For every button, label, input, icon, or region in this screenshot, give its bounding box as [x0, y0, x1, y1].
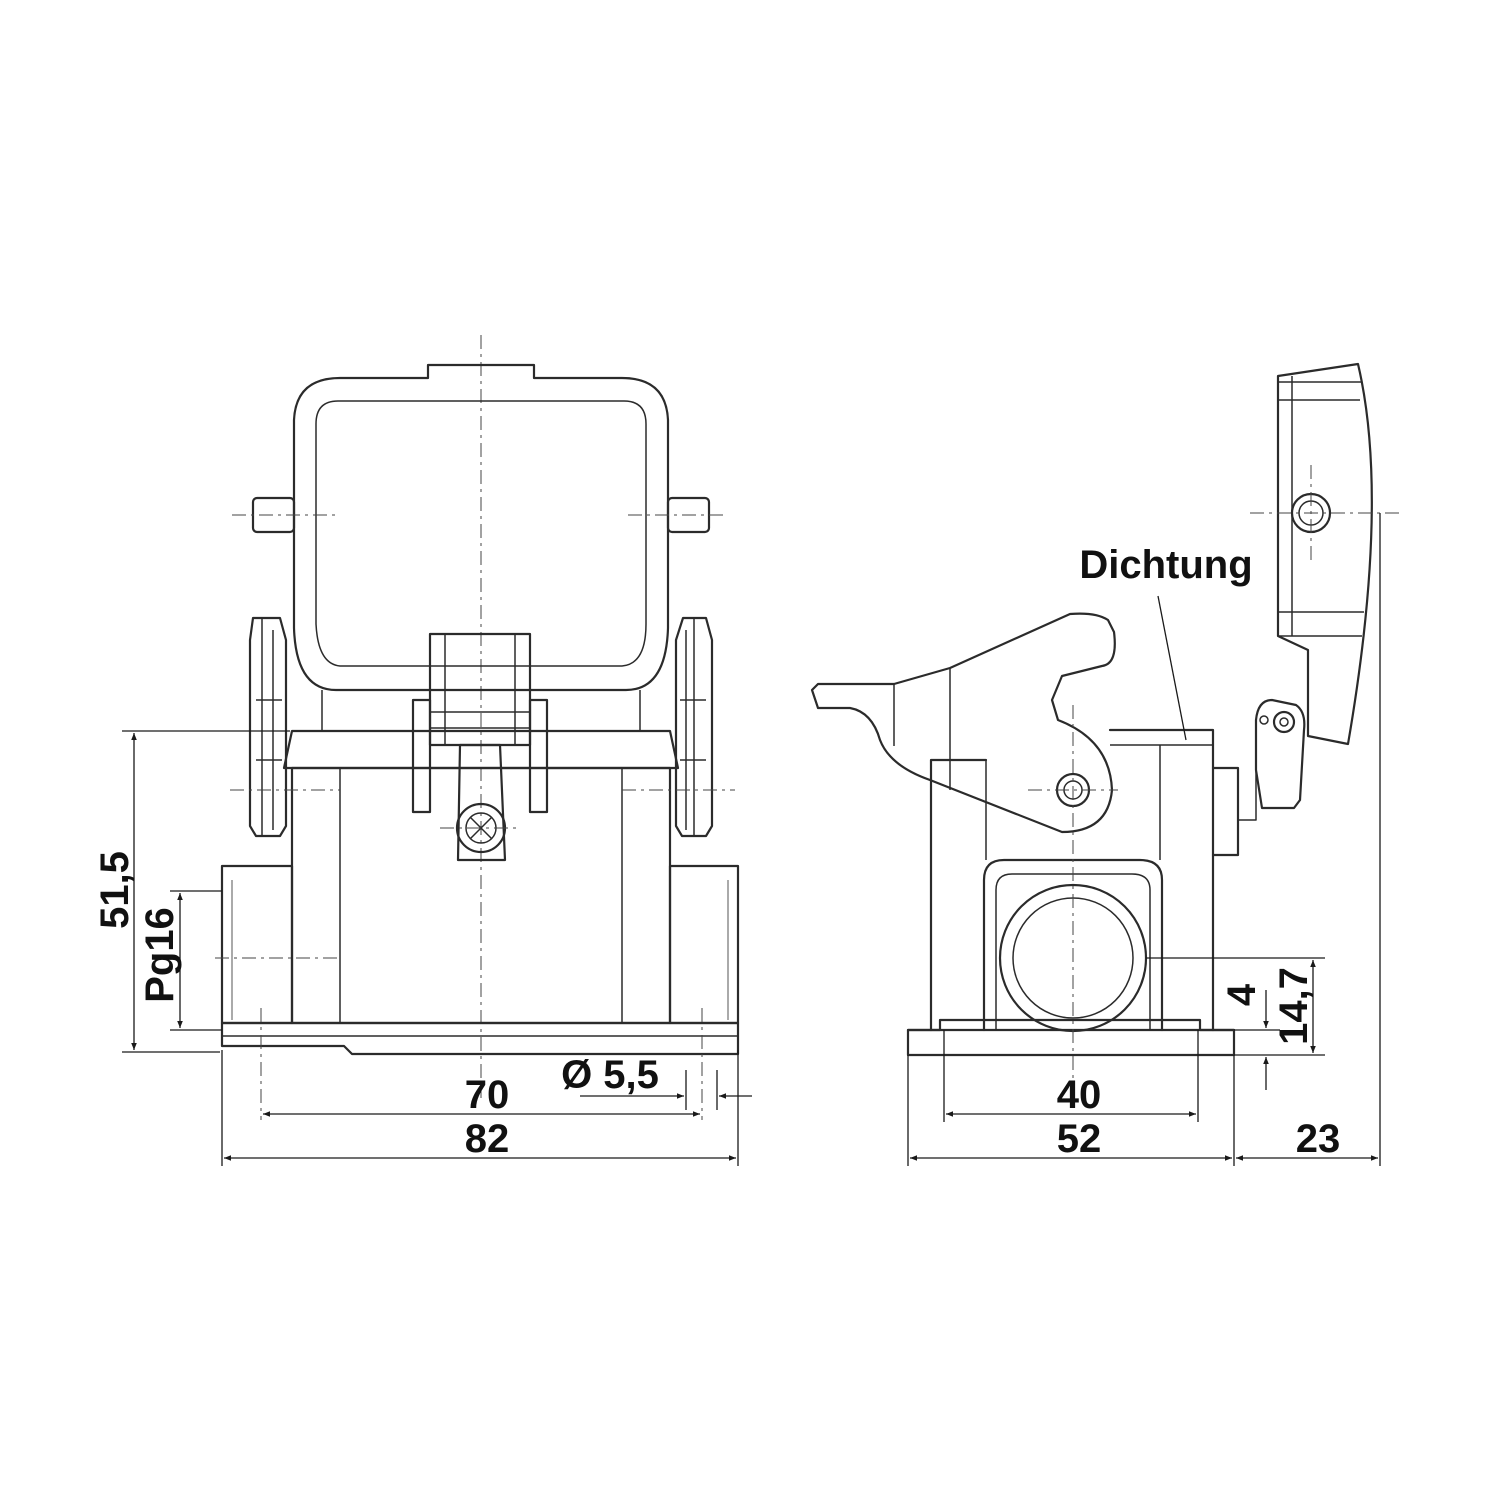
dim-front-width: 82 — [465, 1117, 510, 1161]
dim-side-hole-spacing: 40 — [1057, 1073, 1102, 1117]
side-view — [810, 362, 1400, 1098]
dim-side-height: 14,7 — [1272, 967, 1316, 1045]
dim-lid-depth: 23 — [1296, 1117, 1341, 1161]
label-seal: Dichtung — [1079, 543, 1252, 587]
dim-thread: Pg16 — [138, 907, 182, 1003]
side-dimensions: 40 52 23 4 14,7 — [907, 513, 1381, 1166]
dim-side-small: 4 — [1220, 983, 1264, 1006]
front-dimensions: 51,5 Pg16 Ø 5,5 70 82 — [93, 730, 752, 1166]
dim-hole-diameter: Ø 5,5 — [561, 1053, 659, 1097]
front-right-lever — [674, 616, 714, 838]
dim-front-height: 51,5 — [93, 851, 137, 929]
front-lid-frame — [292, 363, 670, 692]
side-base-plate — [906, 1028, 1236, 1057]
dim-side-width: 52 — [1057, 1117, 1102, 1161]
front-view — [215, 335, 740, 1120]
side-locking-lever — [810, 612, 1116, 834]
seal-callout: Dichtung — [1079, 543, 1253, 741]
front-base-plate — [220, 1021, 740, 1056]
side-open-lid — [1276, 362, 1373, 746]
front-left-lever — [248, 616, 288, 838]
side-entry-boss — [982, 858, 1164, 1032]
dim-front-hole-spacing: 70 — [465, 1073, 510, 1117]
side-housing-body — [929, 728, 1215, 1032]
